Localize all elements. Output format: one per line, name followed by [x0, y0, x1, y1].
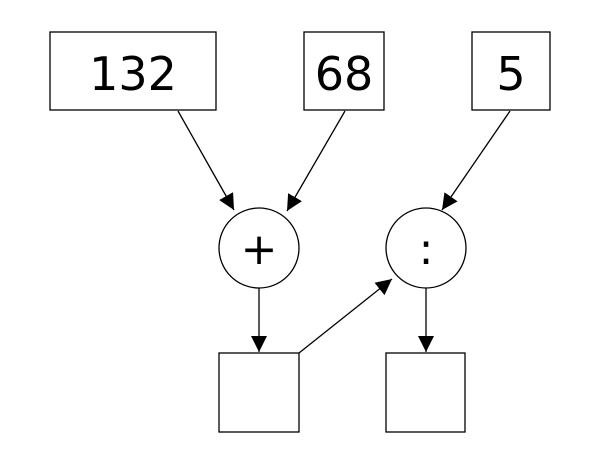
input-value-132: 132 — [89, 47, 177, 101]
plus-sign: + — [241, 224, 278, 275]
input-box-68: 68 — [303, 31, 385, 111]
input-box-5: 5 — [471, 31, 551, 111]
input-value-68: 68 — [315, 47, 374, 101]
arrow-sum-to-divide — [298, 278, 393, 354]
colon-sign: : — [419, 224, 434, 275]
input-box-132: 132 — [49, 31, 217, 111]
arrow-5-to-divide — [441, 110, 511, 211]
add-operator: + — [218, 207, 300, 289]
arrow-132-to-add — [177, 110, 235, 211]
sum-result-box — [218, 352, 300, 433]
arrow-68-to-add — [286, 110, 346, 212]
divide-operator: : — [385, 207, 467, 289]
quotient-result-box — [385, 352, 466, 433]
input-value-5: 5 — [496, 47, 525, 101]
